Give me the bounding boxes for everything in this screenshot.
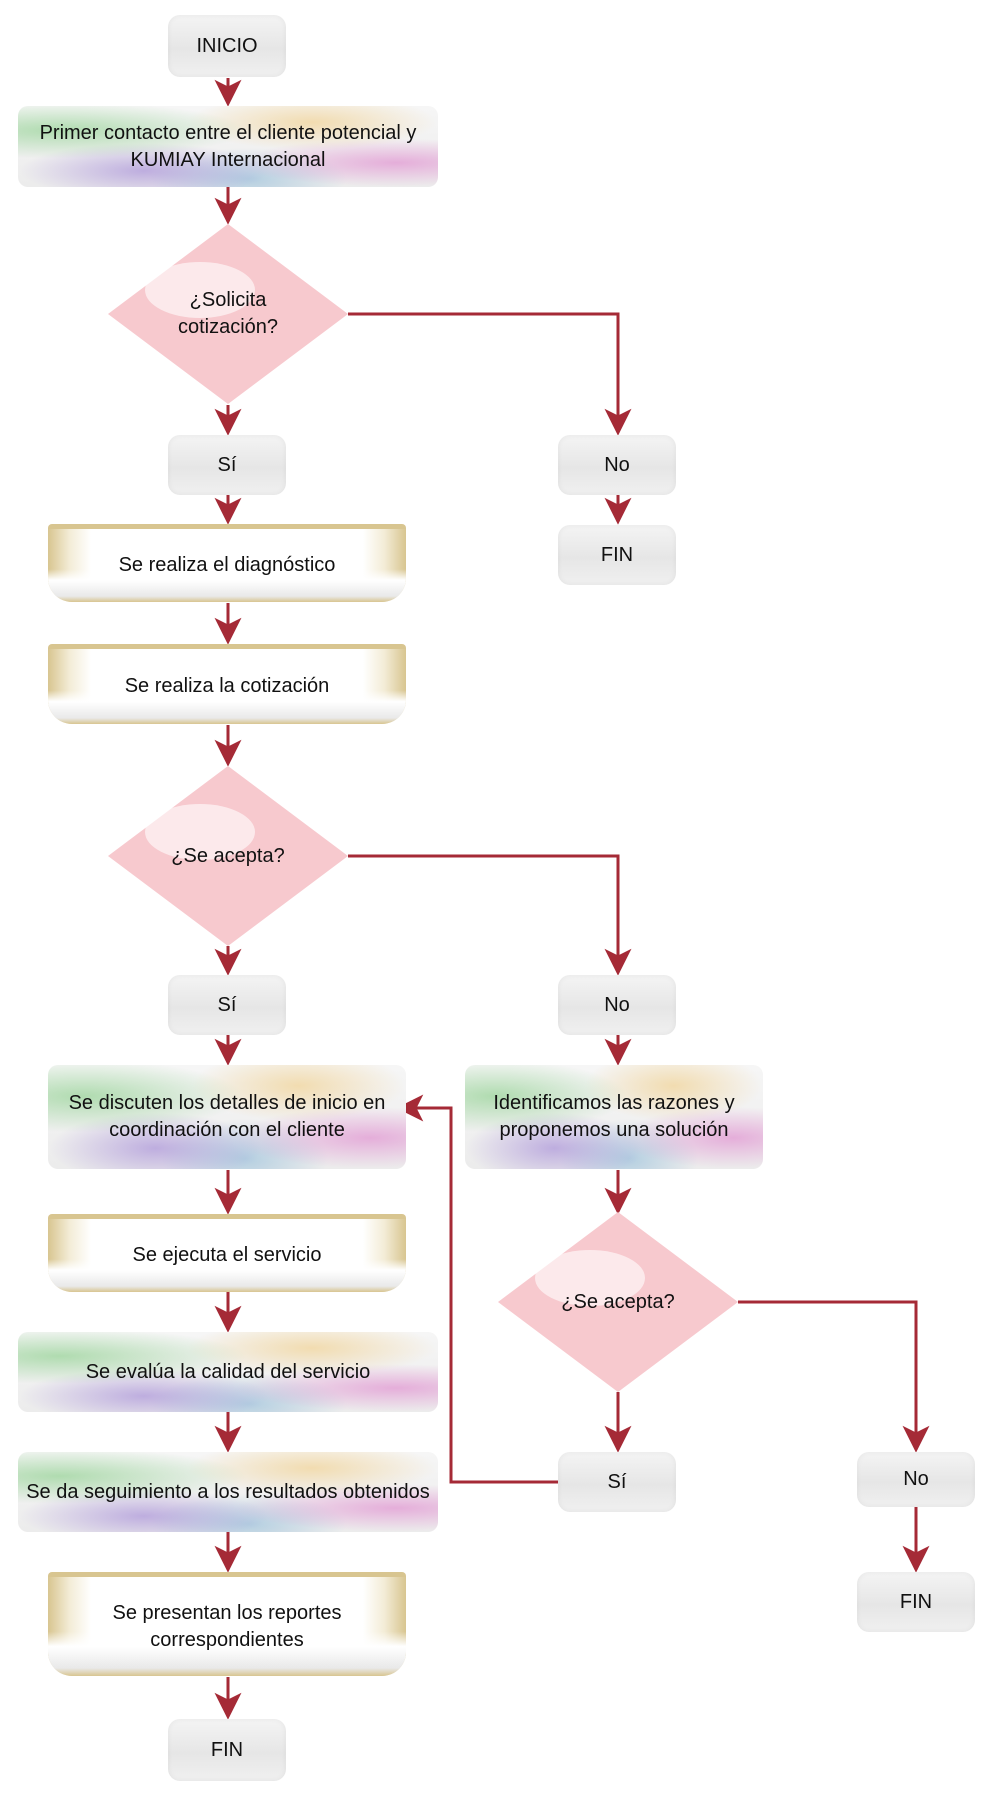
process-discuten-detalles-label: Se discuten los detalles de inicio en co… — [68, 1092, 386, 1141]
no-node-3: No — [857, 1452, 975, 1507]
decision-se-acepta-1-label: ¿Se acepta? — [171, 844, 285, 867]
no-node-2: No — [558, 975, 676, 1035]
no-node-1: No — [558, 435, 676, 495]
end-terminal-1: FIN — [558, 525, 676, 585]
decision-solicita-cotizacion-label: ¿Solicita cotización? — [177, 289, 279, 338]
process-seguimiento: Se da seguimiento a los resultados obten… — [18, 1452, 438, 1532]
arrow-decision3-to-no3 — [738, 1300, 930, 1453]
end-label-2: FIN — [210, 1738, 244, 1761]
end-label-3: FIN — [899, 1590, 933, 1613]
decision-se-acepta-2-label: ¿Se acepta? — [561, 1290, 675, 1313]
start-terminal: INICIO — [168, 15, 286, 77]
si-node-1: Sí — [168, 435, 286, 495]
process-cotizacion-label: Se realiza la cotización — [124, 675, 330, 697]
process-identificamos-razones: Identificamos las razones y proponemos u… — [465, 1065, 763, 1169]
arrow-si3-to-discuten — [396, 1094, 558, 1484]
end-terminal-3: FIN — [857, 1572, 975, 1632]
si-label-3: Sí — [607, 1470, 627, 1493]
process-discuten-detalles: Se discuten los detalles de inicio en co… — [48, 1065, 406, 1169]
process-evalua-calidad: Se evalúa la calidad del servicio — [18, 1332, 438, 1412]
arrow-decision2-to-no2 — [348, 854, 632, 976]
process-ejecuta-servicio: Se ejecuta el servicio — [48, 1214, 406, 1292]
process-diagnostico: Se realiza el diagnóstico — [48, 524, 406, 602]
process-seguimiento-label: Se da seguimiento a los resultados obten… — [26, 1480, 430, 1503]
si-node-3: Sí — [558, 1452, 676, 1512]
process-evalua-calidad-label: Se evalúa la calidad del servicio — [85, 1360, 371, 1383]
arrow-decision1-to-no1 — [348, 312, 632, 436]
si-node-2: Sí — [168, 975, 286, 1035]
process-cotizacion: Se realiza la cotización — [48, 644, 406, 724]
process-ejecuta-servicio-label: Se ejecuta el servicio — [132, 1244, 322, 1266]
si-label-1: Sí — [217, 453, 237, 476]
start-label: INICIO — [196, 34, 258, 57]
si-label-2: Sí — [217, 993, 237, 1016]
no-label-2: No — [604, 993, 630, 1016]
end-label-1: FIN — [600, 543, 634, 566]
end-terminal-2: FIN — [168, 1719, 286, 1781]
process-identificamos-razones-label: Identificamos las razones y proponemos u… — [493, 1092, 735, 1141]
process-primer-contacto-label: Primer contacto entre el cliente potenci… — [39, 121, 417, 171]
process-primer-contacto: Primer contacto entre el cliente potenci… — [18, 106, 438, 187]
no-label-1: No — [604, 453, 630, 476]
process-reportes: Se presentan los reportes correspondient… — [48, 1572, 406, 1676]
process-reportes-label: Se presentan los reportes correspondient… — [112, 1601, 342, 1651]
no-label-3: No — [903, 1468, 929, 1490]
process-diagnostico-label: Se realiza el diagnóstico — [118, 554, 336, 576]
